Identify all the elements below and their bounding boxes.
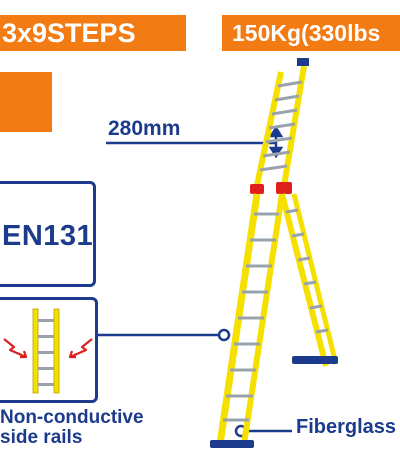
rails-illustration bbox=[3, 308, 93, 394]
ladder-main-section bbox=[210, 193, 285, 448]
rails-pointer bbox=[98, 328, 231, 342]
capacity-text: 150Kg(330lbs bbox=[232, 19, 381, 46]
rails-caption-line2: side rails bbox=[0, 427, 83, 448]
mini-ladder-icon bbox=[32, 308, 60, 394]
rails-box bbox=[0, 297, 98, 403]
ladder-rear-section bbox=[279, 193, 339, 367]
ladder-top-section bbox=[253, 58, 309, 191]
dimension-marker bbox=[106, 125, 284, 159]
electric-arrow-right-icon bbox=[68, 338, 93, 359]
dimension-label: 280mm bbox=[108, 117, 181, 140]
electric-arrow-left-icon bbox=[3, 338, 28, 359]
standard-label: EN131 bbox=[2, 220, 94, 252]
material-caption: Fiberglass bbox=[296, 416, 397, 438]
rails-caption: Non-conductive side rails bbox=[0, 408, 144, 448]
orange-block bbox=[0, 72, 52, 132]
steps-banner: 3x9STEPS bbox=[0, 15, 186, 51]
steps-text: 3x9STEPS bbox=[2, 17, 136, 48]
rails-caption-line1: Non-conductive bbox=[0, 407, 144, 428]
hinge-brackets bbox=[250, 182, 292, 194]
standard-box bbox=[0, 181, 96, 287]
capacity-banner: 150Kg(330lbs bbox=[222, 15, 400, 51]
